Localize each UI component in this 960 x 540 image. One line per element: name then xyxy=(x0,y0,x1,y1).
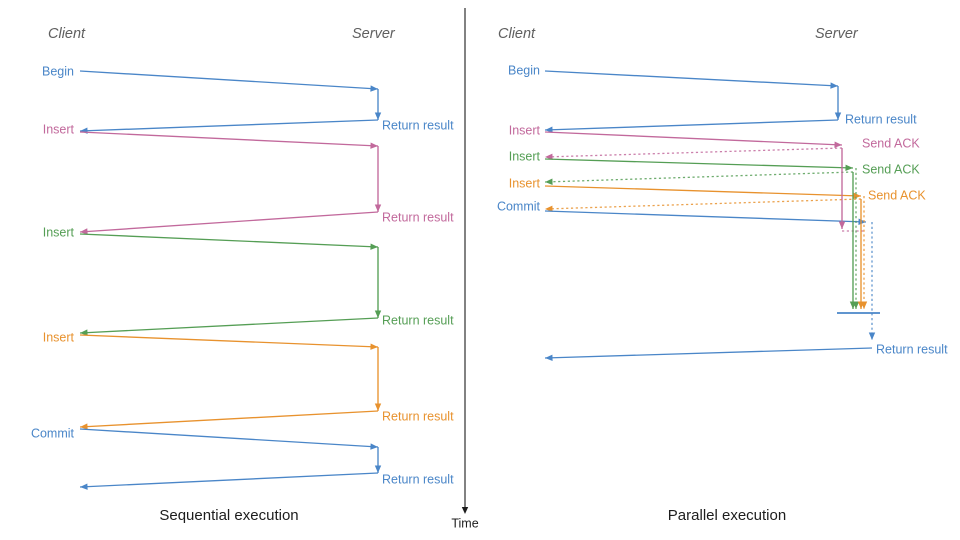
time-axis: Time xyxy=(451,8,479,530)
arrowhead-commit-processing xyxy=(374,465,382,473)
arrowhead-insert3-processing xyxy=(374,403,382,411)
arrowhead-insert3-work-guide xyxy=(860,301,868,309)
flow-insert3-ack xyxy=(544,198,862,210)
arrowhead-insert2-request xyxy=(845,164,853,171)
lane-title-server: Server xyxy=(815,26,859,42)
arrowhead-begin-request xyxy=(370,85,378,92)
arrowhead-insert2-request xyxy=(370,243,378,250)
flow-insert1-return-result xyxy=(79,211,379,233)
label-insert3-request: Insert xyxy=(509,176,541,190)
label-insert1-return-result: Return result xyxy=(382,210,454,224)
label-commit-return-result: Return result xyxy=(876,342,948,356)
arrowhead-commit-request xyxy=(370,443,378,450)
arrowhead-commit-return-result xyxy=(80,483,88,490)
panel-caption-sequential: Sequential execution xyxy=(159,507,298,524)
arrowhead-commit-return-result xyxy=(545,354,553,361)
flow-insert1-request xyxy=(79,131,379,147)
label-commit-request: Commit xyxy=(497,199,541,213)
panel-caption-parallel: Parallel execution xyxy=(668,507,786,524)
arrowhead-commit-request xyxy=(858,218,866,225)
arrowhead-begin-return-result xyxy=(545,126,553,133)
flow-begin-return-result xyxy=(544,119,839,131)
label-begin-request: Begin xyxy=(42,64,74,78)
label-commit-request: Commit xyxy=(31,426,75,440)
arrowhead-insert1-request xyxy=(834,141,842,148)
flow-insert1-ack xyxy=(544,147,843,158)
label-insert1-ack: Send ACK xyxy=(862,136,920,150)
flow-insert1-request xyxy=(544,131,843,146)
flow-insert2-request xyxy=(79,233,379,248)
flow-begin-return-result xyxy=(79,119,379,132)
flow-insert2-return-result xyxy=(79,317,379,334)
label-insert3-ack: Send ACK xyxy=(868,188,926,202)
label-insert2-return-result: Return result xyxy=(382,313,454,327)
flow-commit-request xyxy=(544,210,867,223)
label-begin-request: Begin xyxy=(508,63,540,77)
label-insert2-request: Insert xyxy=(509,149,541,163)
arrowhead-insert3-request xyxy=(370,343,378,350)
flow-insert3-return-result xyxy=(79,410,379,428)
label-insert2-ack: Send ACK xyxy=(862,162,920,176)
label-begin-return-result: Return result xyxy=(382,118,454,132)
arrowhead-insert1-request xyxy=(370,142,378,149)
arrowhead-insert1-ack xyxy=(545,153,553,160)
label-insert1-request: Insert xyxy=(43,122,75,136)
label-commit-return-result: Return result xyxy=(382,472,454,486)
arrowhead-commit-wait-guide xyxy=(868,332,876,340)
arrowhead-insert2-ack xyxy=(545,178,553,185)
arrowhead-insert1-work xyxy=(838,221,846,229)
lane-title-client: Client xyxy=(498,26,536,42)
flow-insert2-request xyxy=(544,158,854,169)
arrowhead-insert2-processing xyxy=(374,310,382,318)
time-axis-arrowhead xyxy=(461,507,469,514)
arrowhead-insert2-work-guide xyxy=(852,301,860,309)
arrowhead-insert3-ack xyxy=(545,205,553,212)
arrowhead-begin-processing xyxy=(834,112,842,120)
arrowhead-insert3-request xyxy=(853,192,861,199)
flow-commit-return-result xyxy=(79,472,379,488)
arrowhead-insert3-return-result xyxy=(80,423,88,430)
flow-begin-request xyxy=(79,70,379,90)
label-insert2-request: Insert xyxy=(43,225,75,239)
lane-title-server: Server xyxy=(352,26,396,42)
time-axis-label: Time xyxy=(451,516,478,530)
arrowhead-begin-processing xyxy=(374,112,382,120)
flow-commit-return-result xyxy=(544,347,873,359)
flow-commit-request xyxy=(79,428,379,448)
arrowhead-insert1-return-result xyxy=(80,228,88,235)
arrowhead-insert2-return-result xyxy=(80,329,88,336)
flow-begin-request xyxy=(544,70,839,87)
lane-title-client: Client xyxy=(48,26,86,42)
label-insert3-return-result: Return result xyxy=(382,409,454,423)
flow-insert3-request xyxy=(79,334,379,348)
label-begin-return-result: Return result xyxy=(845,112,917,126)
arrowhead-begin-request xyxy=(830,82,838,89)
arrowhead-insert1-processing xyxy=(374,204,382,212)
flow-insert3-request xyxy=(544,185,862,197)
flow-insert2-ack xyxy=(544,171,854,183)
label-insert1-request: Insert xyxy=(509,123,541,137)
label-insert3-request: Insert xyxy=(43,330,75,344)
